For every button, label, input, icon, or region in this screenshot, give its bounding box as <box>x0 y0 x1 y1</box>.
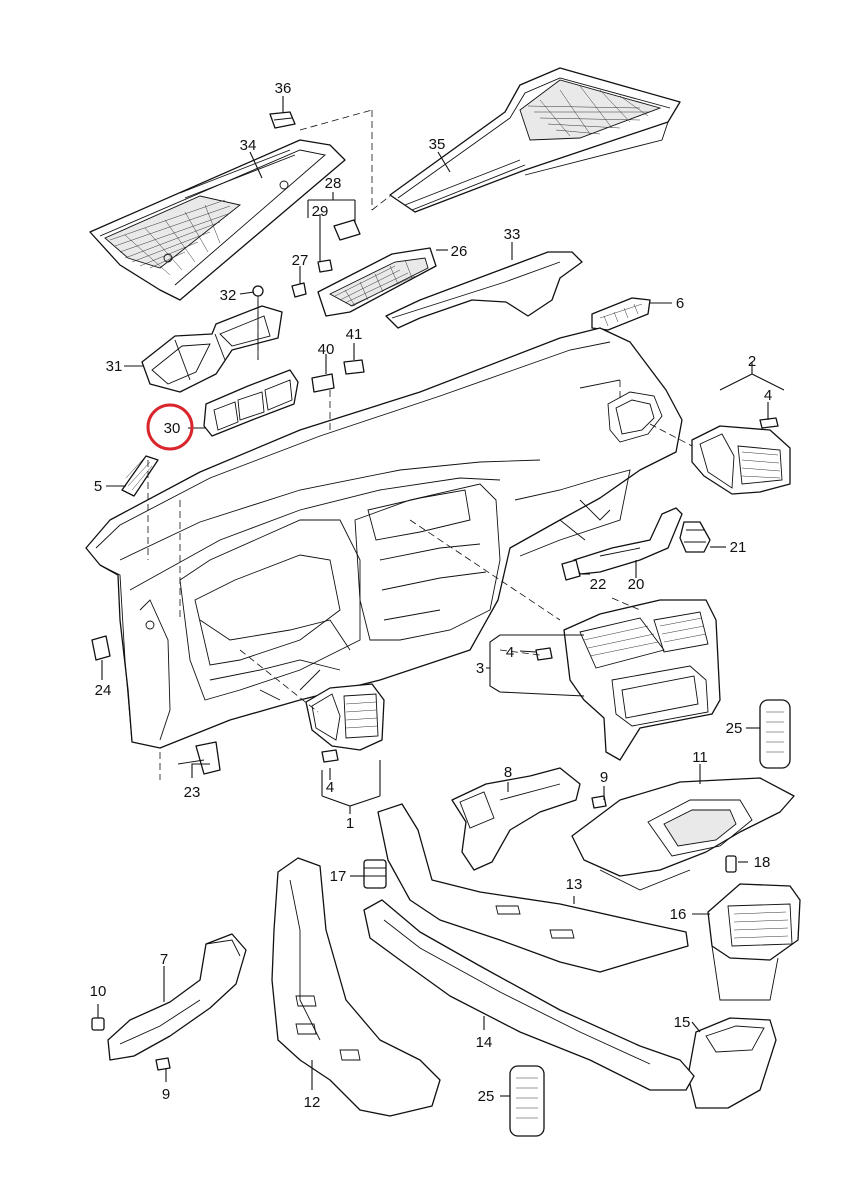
dashboard-assembly <box>85 327 683 749</box>
label-26: 26 <box>451 243 468 260</box>
label-4-b: 4 <box>506 644 514 661</box>
label-4-a: 4 <box>764 387 772 404</box>
part-4-clip-left <box>321 749 339 763</box>
part-2-right-vent <box>691 425 791 495</box>
part-9-screw-lower <box>155 1057 171 1071</box>
label-7: 7 <box>160 951 168 968</box>
part-36-clip <box>269 111 296 129</box>
part-30-switch-panel <box>203 369 299 437</box>
highlight-circle <box>146 403 194 451</box>
part-17-clip <box>363 859 387 889</box>
leader-lines <box>97 96 785 1097</box>
label-29: 29 <box>312 203 329 220</box>
part-26-grille <box>317 247 437 317</box>
part-10-clip <box>91 1017 105 1031</box>
part-34-left-cowl <box>89 139 346 301</box>
label-27: 27 <box>292 252 309 269</box>
part-4-clip-center <box>535 647 553 661</box>
label-18: 18 <box>754 854 771 871</box>
label-6: 6 <box>676 295 684 312</box>
label-10: 10 <box>90 983 107 1000</box>
callout-labels: 36 34 35 28 29 33 27 26 32 6 41 40 31 2 … <box>90 80 773 1111</box>
label-28: 28 <box>325 175 342 192</box>
label-36: 36 <box>275 80 292 97</box>
part-18-screw <box>725 855 737 873</box>
part-13-duct <box>377 803 689 973</box>
part-23-bracket <box>177 741 221 775</box>
label-11: 11 <box>692 749 708 766</box>
label-16: 16 <box>670 906 687 923</box>
label-4-c: 4 <box>326 779 334 796</box>
label-3: 3 <box>476 660 484 677</box>
label-20: 20 <box>628 576 645 593</box>
part-28-29-switch <box>317 219 361 273</box>
part-4-clip-right <box>759 417 779 429</box>
label-33: 33 <box>504 226 521 243</box>
label-14: 14 <box>476 1034 493 1051</box>
part-25-vent-lower <box>509 1065 545 1137</box>
label-34: 34 <box>240 137 257 154</box>
assembly-dashed-lines <box>147 109 693 780</box>
part-25-vent-upper <box>759 699 791 769</box>
label-5: 5 <box>94 478 102 495</box>
part-1-left-vent <box>305 683 385 751</box>
label-2: 2 <box>748 353 756 370</box>
part-3-center-vent <box>563 599 721 761</box>
label-40: 40 <box>318 341 335 358</box>
label-25-a: 25 <box>726 720 743 737</box>
part-7-side-duct <box>107 933 247 1061</box>
part-40-41-clips <box>311 359 365 393</box>
part-12-footwell-duct <box>271 857 441 1117</box>
label-9-a: 9 <box>600 769 608 786</box>
part-27-clip <box>291 282 307 298</box>
part-14-long-duct <box>363 899 695 1091</box>
label-13: 13 <box>566 876 583 893</box>
part-21-connector <box>679 521 711 553</box>
label-32: 32 <box>220 287 237 304</box>
part-16-rear-vent <box>707 883 801 1001</box>
label-12: 12 <box>304 1094 321 1111</box>
part-31-vent-frame <box>141 305 283 393</box>
label-23: 23 <box>184 784 201 801</box>
part-15-outlet <box>687 1017 777 1109</box>
label-24: 24 <box>95 682 112 699</box>
label-1: 1 <box>346 815 354 832</box>
label-22: 22 <box>590 576 607 593</box>
part-6-vent <box>591 297 651 331</box>
part-5-side-vent <box>121 455 159 497</box>
label-21: 21 <box>730 539 747 556</box>
label-15: 15 <box>674 1014 691 1031</box>
part-33-trim-strip <box>385 251 583 329</box>
part-35-right-cowl <box>389 67 681 213</box>
part-8-duct <box>451 767 581 871</box>
label-30: 30 <box>164 420 181 437</box>
part-9-screw-upper <box>591 795 607 809</box>
label-8: 8 <box>504 764 512 781</box>
label-41: 41 <box>346 326 363 343</box>
label-25-b: 25 <box>478 1088 495 1105</box>
label-35: 35 <box>429 136 446 153</box>
label-9-b: 9 <box>162 1086 170 1103</box>
part-24-clip <box>91 635 111 661</box>
part-22-connector <box>561 559 581 581</box>
label-17: 17 <box>330 868 347 885</box>
label-31: 31 <box>106 358 123 375</box>
part-20-hose <box>573 507 683 575</box>
part-11-console-panel <box>571 777 795 891</box>
